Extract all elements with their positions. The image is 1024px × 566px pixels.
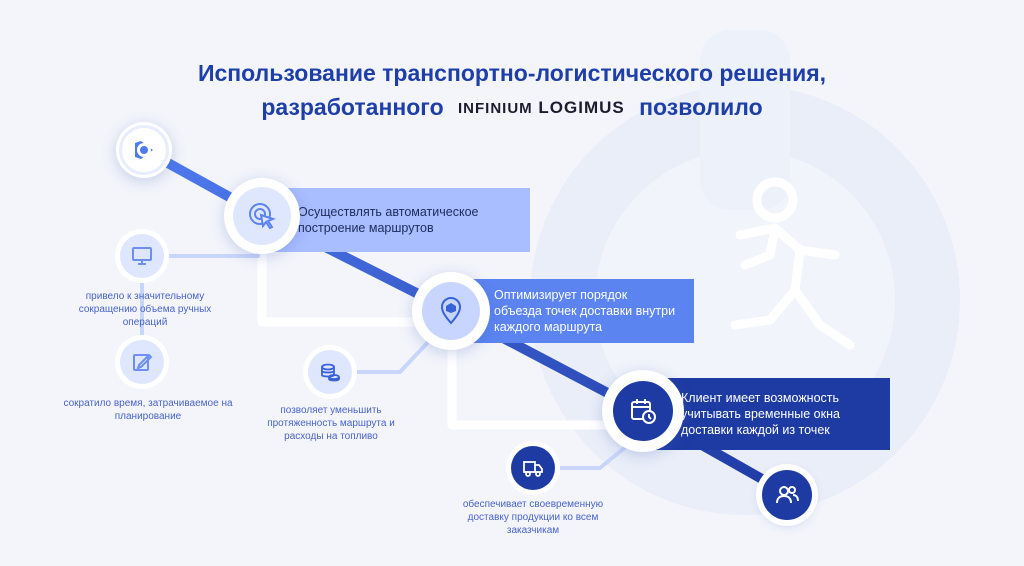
step-box-3: Клиент имеет возможность учитывать време… xyxy=(645,378,890,450)
cursor-click-icon xyxy=(233,187,291,245)
users-icon xyxy=(762,470,812,520)
runner-decoration-icon xyxy=(730,177,855,350)
coins-icon xyxy=(308,350,352,394)
step-node-3 xyxy=(602,370,684,452)
result-caption-3: позволяет уменьшить протяженность маршру… xyxy=(267,405,395,442)
step-2-text: Оптимизирует порядок объезда точек доста… xyxy=(494,288,676,334)
result-caption-4: обеспечивает своевременную доставку прод… xyxy=(462,499,604,536)
edit-icon xyxy=(120,340,164,384)
brand-part-2: Logimus xyxy=(538,98,625,117)
calendar-clock-icon xyxy=(613,381,673,441)
step-3-text: Клиент имеет возможность учитывать време… xyxy=(681,391,840,437)
title-line-2: разработанного Infinium Logimus позволил… xyxy=(0,90,1024,126)
step-node-2 xyxy=(412,272,490,350)
map-pin-icon xyxy=(422,282,480,340)
page-title: Использование транспортно-логистического… xyxy=(0,56,1024,126)
truck-icon xyxy=(511,446,555,490)
title-line-1: Использование транспортно-логистического… xyxy=(197,60,827,86)
step-1-text: Осуществлять автоматическое построение м… xyxy=(298,205,479,235)
title-line-2-after: позволило xyxy=(639,94,763,120)
step-node-1 xyxy=(224,178,300,254)
start-node xyxy=(116,122,172,178)
result-caption-1: привело к значительному сокращению объем… xyxy=(78,291,212,328)
title-line-2-before: разработанного xyxy=(261,94,444,120)
step-box-1: Осуществлять автоматическое построение м… xyxy=(262,188,530,252)
brand-logo: Infinium Logimus xyxy=(458,91,625,126)
brand-part-1: Infinium xyxy=(458,100,533,117)
start-target-icon xyxy=(119,125,169,175)
result-caption-2: сократило время, затрачиваемое на планир… xyxy=(63,398,233,422)
monitor-icon xyxy=(120,234,164,278)
step-box-2: Оптимизирует порядок объезда точек доста… xyxy=(458,279,694,343)
